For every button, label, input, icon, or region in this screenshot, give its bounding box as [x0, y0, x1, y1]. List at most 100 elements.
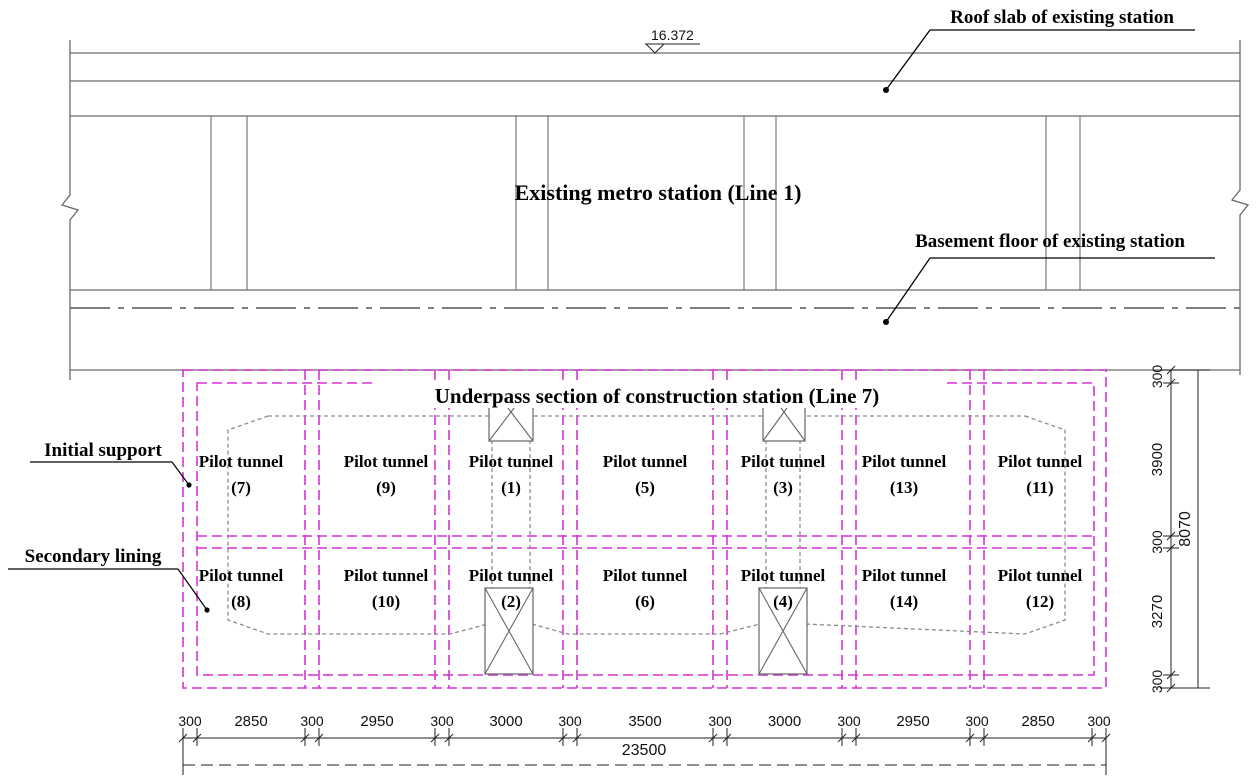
bottom-segment-value: 2850: [1021, 713, 1054, 730]
right-slash-tick: [1166, 670, 1176, 680]
pilot-tunnel-label: Pilot tunnel (8): [199, 566, 284, 611]
pilot-tunnel-label: Pilot tunnel (12): [998, 566, 1083, 611]
basement-leader-line: [885, 257, 931, 323]
right-slash-tick: [1166, 365, 1176, 375]
pilot-tunnel-name: Pilot tunnel: [469, 452, 554, 471]
pilot-tunnel-number: (10): [372, 592, 400, 611]
bottom-segment-value: 300: [965, 713, 989, 729]
bottom-segment-value: 300: [1087, 713, 1111, 729]
pilot-tunnel-label: Pilot tunnel(2): [469, 566, 554, 611]
excavation-profile-middle: [531, 623, 761, 635]
pilot-tunnel-name: Pilot tunnel: [998, 566, 1083, 585]
pilot-tunnel-name: Pilot tunnel: [603, 452, 688, 471]
pilot-tunnel-label: Pilot tunnel (11): [998, 452, 1083, 497]
right-segment-value: 3270: [1149, 595, 1166, 628]
column-box-bottom-right: [758, 587, 808, 675]
bottom-segment-value: 2950: [360, 713, 393, 730]
bottom-slash-tick: [572, 733, 582, 743]
bottom-segment-value: 3500: [628, 713, 661, 730]
bottom-slash-tick: [722, 733, 732, 743]
bottom-segment-value: 300: [178, 713, 202, 729]
pilot-tunnel-name: Pilot tunnel: [344, 452, 429, 471]
pilot-tunnel-label: Pilot tunnel(4): [741, 566, 826, 611]
pilot-tunnel-name: Pilot tunnel: [862, 452, 947, 471]
bottom-segment-value: 2950: [896, 713, 929, 730]
construction-station-title: Underpass section of construction statio…: [435, 384, 880, 408]
bottom-segment-value: 3000: [768, 713, 801, 730]
bottom-slash-tick: [837, 733, 847, 743]
bottom-slash-tick: [192, 733, 202, 743]
bottom-segment-value: 3000: [489, 713, 522, 730]
pilot-tunnel-number: (14): [890, 592, 918, 611]
column-box-bottom-left: [484, 587, 534, 675]
pilot-tunnel-label: Pilot tunnel (10): [344, 566, 429, 611]
pilot-tunnel-name: Pilot tunnel: [199, 452, 284, 471]
pilot-tunnel-labels: Pilot tunnel(7)Pilot tunnel(9)Pilot tunn…: [199, 452, 1083, 611]
excavation-profile-right: [804, 415, 1066, 635]
pilot-tunnel-number: (4): [773, 592, 793, 611]
bottom-segment-value: 300: [558, 713, 582, 729]
bottom-slash-tick: [300, 733, 310, 743]
right-total-value: 8070: [1177, 511, 1194, 547]
pilot-tunnel-name: Pilot tunnel: [741, 452, 826, 471]
initial-support-label: Initial support: [44, 440, 162, 461]
pilot-tunnel-number: (6): [635, 592, 655, 611]
elevation-triangle-icon: [644, 43, 666, 54]
pilot-tunnel-name: Pilot tunnel: [998, 452, 1083, 471]
pilot-tunnel-label: Pilot tunnel (7): [199, 452, 284, 497]
bottom-slash-tick: [178, 733, 188, 743]
bottom-slash-tick: [1087, 733, 1097, 743]
bottom-slash-tick: [430, 733, 440, 743]
pilot-tunnel-number: (7): [231, 478, 251, 497]
pilot-tunnel-number: (13): [890, 478, 918, 497]
initial-support-dot: [186, 482, 192, 488]
secondary-lining-dot: [204, 607, 210, 613]
secondary-lining-outline: [196, 382, 1095, 676]
pilot-tunnel-number: (11): [1026, 478, 1053, 497]
bottom-segment-value: 300: [708, 713, 732, 729]
bottom-slash-tick: [314, 733, 324, 743]
right-slash-tick: [1166, 531, 1176, 541]
construction-station: [182, 369, 1107, 689]
secondary-lining-label: Secondary lining: [25, 546, 162, 567]
right-segment-value: 300: [1149, 670, 1165, 694]
bottom-segment-value: 300: [300, 713, 324, 729]
bottom-slash-tick: [1101, 733, 1111, 743]
right-slash-tick: [1166, 543, 1176, 553]
pilot-tunnel-label: Pilot tunnel(14): [862, 566, 947, 611]
pilot-tunnel-name: Pilot tunnel: [199, 566, 284, 585]
pilot-tunnel-name: Pilot tunnel: [344, 566, 429, 585]
pilot-tunnel-label: Pilot tunnel(9): [344, 452, 429, 497]
pilot-tunnel-number: (3): [773, 478, 793, 497]
bottom-segment-value: 300: [430, 713, 454, 729]
roof-slab-label: Roof slab of existing station: [950, 7, 1174, 28]
right-segment-value: 300: [1149, 365, 1165, 389]
roof-leader-line: [885, 29, 931, 91]
basement-floor-label: Basement floor of existing station: [915, 231, 1185, 252]
pilot-tunnel-number: (2): [501, 592, 521, 611]
pilot-tunnel-label: Pilot tunnel (1): [469, 452, 554, 497]
bottom-slash-tick: [444, 733, 454, 743]
secondary-lining-leader: [177, 568, 208, 611]
bottom-slash-tick: [708, 733, 718, 743]
pilot-tunnel-number: (5): [635, 478, 655, 497]
bottom-segment-value: 2850: [234, 713, 267, 730]
right-slash-tick: [1166, 683, 1176, 693]
pilot-tunnel-label: Pilot tunnel (13): [862, 452, 947, 497]
excavation-profile-left: [227, 415, 489, 635]
pilot-tunnel-number: (1): [501, 478, 521, 497]
right-segment-value: 3900: [1149, 443, 1166, 476]
bottom-slash-tick: [979, 733, 989, 743]
initial-support-outline: [182, 369, 1107, 689]
pilot-tunnel-number: (12): [1026, 592, 1054, 611]
pilot-tunnel-number: (8): [231, 592, 251, 611]
construction-title-backing: [372, 382, 942, 408]
pilot-tunnel-label: Pilot tunnel (3): [741, 452, 826, 497]
bottom-slash-tick: [965, 733, 975, 743]
left-break-line: [60, 40, 80, 380]
elevation-value: 16.372: [651, 27, 694, 43]
